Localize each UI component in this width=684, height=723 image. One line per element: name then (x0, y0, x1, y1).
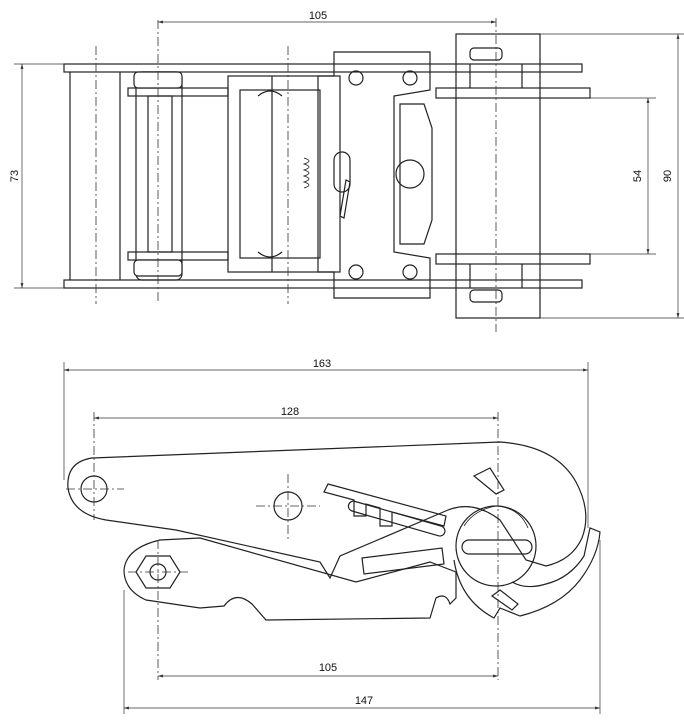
side-view: 163 128 105 147 (63, 358, 601, 714)
dimension-right-90: 90 (540, 33, 684, 319)
dim-label-128: 128 (281, 406, 299, 418)
handle-bar (127, 71, 229, 281)
dim-label-54: 54 (632, 170, 644, 182)
dimension-105-bottom: 105 (158, 662, 498, 678)
plate-hole-icon (402, 70, 418, 86)
dim-label-105-bottom: 105 (319, 662, 337, 674)
plate-hole-icon (348, 70, 364, 86)
dimension-128: 128 (94, 406, 498, 420)
side-view-centerlines (66, 412, 499, 680)
spool-drum (435, 33, 591, 319)
center-plate (302, 51, 433, 299)
spindle-icon (395, 159, 425, 189)
spindle-slot (461, 539, 533, 555)
dimension-right-54: 54 (590, 97, 656, 255)
ratchet-gear (453, 467, 601, 619)
spring-icon (302, 157, 310, 189)
dim-label-163: 163 (313, 358, 331, 370)
base-plate (123, 537, 457, 621)
top-view-frame (63, 63, 583, 289)
dim-label-105-top: 105 (309, 10, 327, 22)
handle-cover (227, 75, 341, 273)
dimension-163: 163 (63, 358, 589, 528)
plate-hole-icon (348, 264, 364, 280)
dimension-147: 147 (123, 540, 601, 714)
pawl-lever (339, 179, 351, 219)
spindle-disc-icon (455, 505, 537, 587)
dim-label-73: 73 (9, 170, 21, 182)
plate-hole-icon (402, 264, 418, 280)
release-lever (323, 483, 447, 527)
top-view-centerlines (95, 18, 497, 332)
dim-label-90: 90 (662, 170, 674, 182)
dim-label-147: 147 (355, 695, 373, 707)
pawl-slot (361, 547, 445, 575)
top-view: 105 73 54 90 (9, 10, 684, 332)
release-slot (333, 151, 351, 193)
dimension-top-105: 105 (158, 10, 496, 24)
dimension-left-73: 73 (9, 63, 64, 289)
